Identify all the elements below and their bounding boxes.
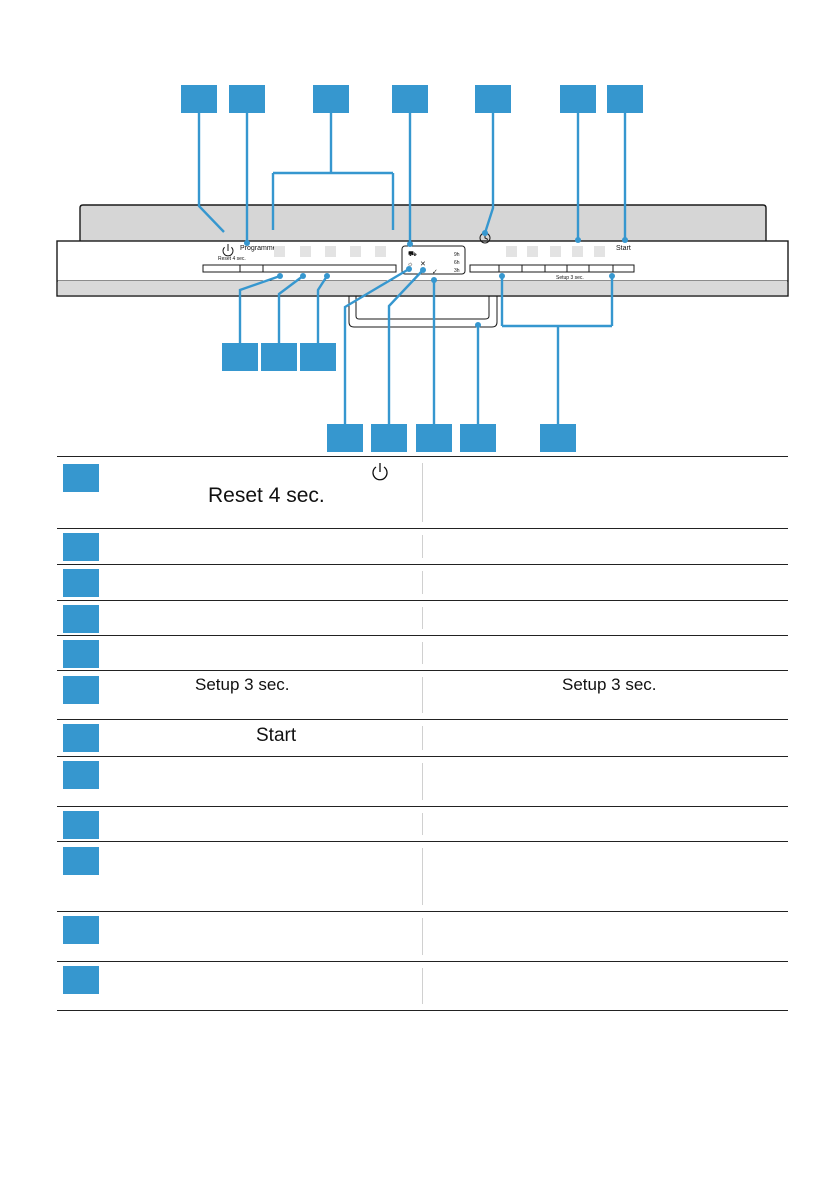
- legend-divider: [422, 535, 423, 558]
- callout-top-3: [313, 85, 349, 113]
- legend-callout-4: [63, 605, 99, 633]
- power-icon: [372, 463, 388, 481]
- legend-row-3: [57, 565, 788, 601]
- rinse-aid-indicator-icon: ✕: [420, 261, 426, 268]
- legend-row-12: [57, 962, 788, 1011]
- legend-row-6-right: Setup 3 sec.: [562, 675, 657, 694]
- time-6h: 6h: [454, 260, 460, 266]
- legend-row-1: Reset 4 sec.: [57, 457, 788, 529]
- legend-row-6-left: Setup 3 sec.: [195, 675, 290, 694]
- legend-row-11: [57, 912, 788, 962]
- sun-indicator-icon: ☼: [407, 261, 413, 268]
- legend-row-5: [57, 636, 788, 671]
- legend-callout-5: [63, 640, 99, 668]
- legend-divider: [422, 813, 423, 835]
- callout-top-2: [229, 85, 265, 113]
- legend-row-1-left: Reset 4 sec.: [208, 484, 325, 507]
- callout-top-4: [392, 85, 428, 113]
- legend-row-10: [57, 842, 788, 912]
- callout-bottom-3: [416, 424, 452, 452]
- legend-row-4: [57, 601, 788, 636]
- legend-row-2: [57, 529, 788, 565]
- legend-divider: [422, 968, 423, 1004]
- legend-divider: [422, 848, 423, 905]
- legend-divider: [422, 677, 423, 713]
- callout-mid-2: [261, 343, 297, 371]
- legend-callout-1: [63, 464, 99, 492]
- callout-top-7: [607, 85, 643, 113]
- legend-top-rule: [57, 456, 788, 457]
- legend-divider: [422, 763, 423, 800]
- legend-divider: [422, 918, 423, 955]
- callout-bottom-4: [460, 424, 496, 452]
- legend-callout-12: [63, 966, 99, 994]
- legend-callout-6: [63, 676, 99, 704]
- setup-panel-label: Setup 3 sec.: [556, 275, 584, 281]
- time-3h: 3h: [454, 268, 460, 274]
- time-9h: 9h: [454, 252, 460, 258]
- legend-divider: [422, 571, 423, 594]
- control-panel-diagram: Reset 4 sec. Programme ⛟ ☼ ✕ ✓ 9h 6h 3h …: [56, 113, 789, 424]
- callout-mid-3: [300, 343, 336, 371]
- programme-label: Programme: [240, 245, 277, 252]
- legend-callout-9: [63, 811, 99, 839]
- callout-top-6: [560, 85, 596, 113]
- legend-callout-3: [63, 569, 99, 597]
- legend-row-7-left: Start: [256, 725, 297, 746]
- legend-row-6: Setup 3 sec. Setup 3 sec.: [57, 671, 788, 720]
- reset-label: Reset 4 sec.: [218, 256, 246, 262]
- legend-row-8: [57, 757, 788, 807]
- legend-divider: [422, 463, 423, 522]
- start-panel-label: Start: [616, 245, 631, 252]
- auto-indicator-icon: ⛟: [408, 251, 417, 258]
- power-symbol-icon: [222, 244, 234, 257]
- legend-callout-7: [63, 724, 99, 752]
- callout-top-1: [181, 85, 217, 113]
- callout-bottom-2: [371, 424, 407, 452]
- legend-row-9: [57, 807, 788, 842]
- callout-mid-1: [222, 343, 258, 371]
- legend-divider: [422, 642, 423, 664]
- legend-row-7: Start: [57, 720, 788, 757]
- callout-bottom-1: [327, 424, 363, 452]
- callout-bottom-5: [540, 424, 576, 452]
- legend-callout-11: [63, 916, 99, 944]
- callout-top-5: [475, 85, 511, 113]
- legend-divider: [422, 607, 423, 629]
- legend-callout-2: [63, 533, 99, 561]
- legend-callout-8: [63, 761, 99, 789]
- tap-indicator-icon: ✓: [432, 269, 438, 276]
- legend-divider: [422, 726, 423, 750]
- legend-callout-10: [63, 847, 99, 875]
